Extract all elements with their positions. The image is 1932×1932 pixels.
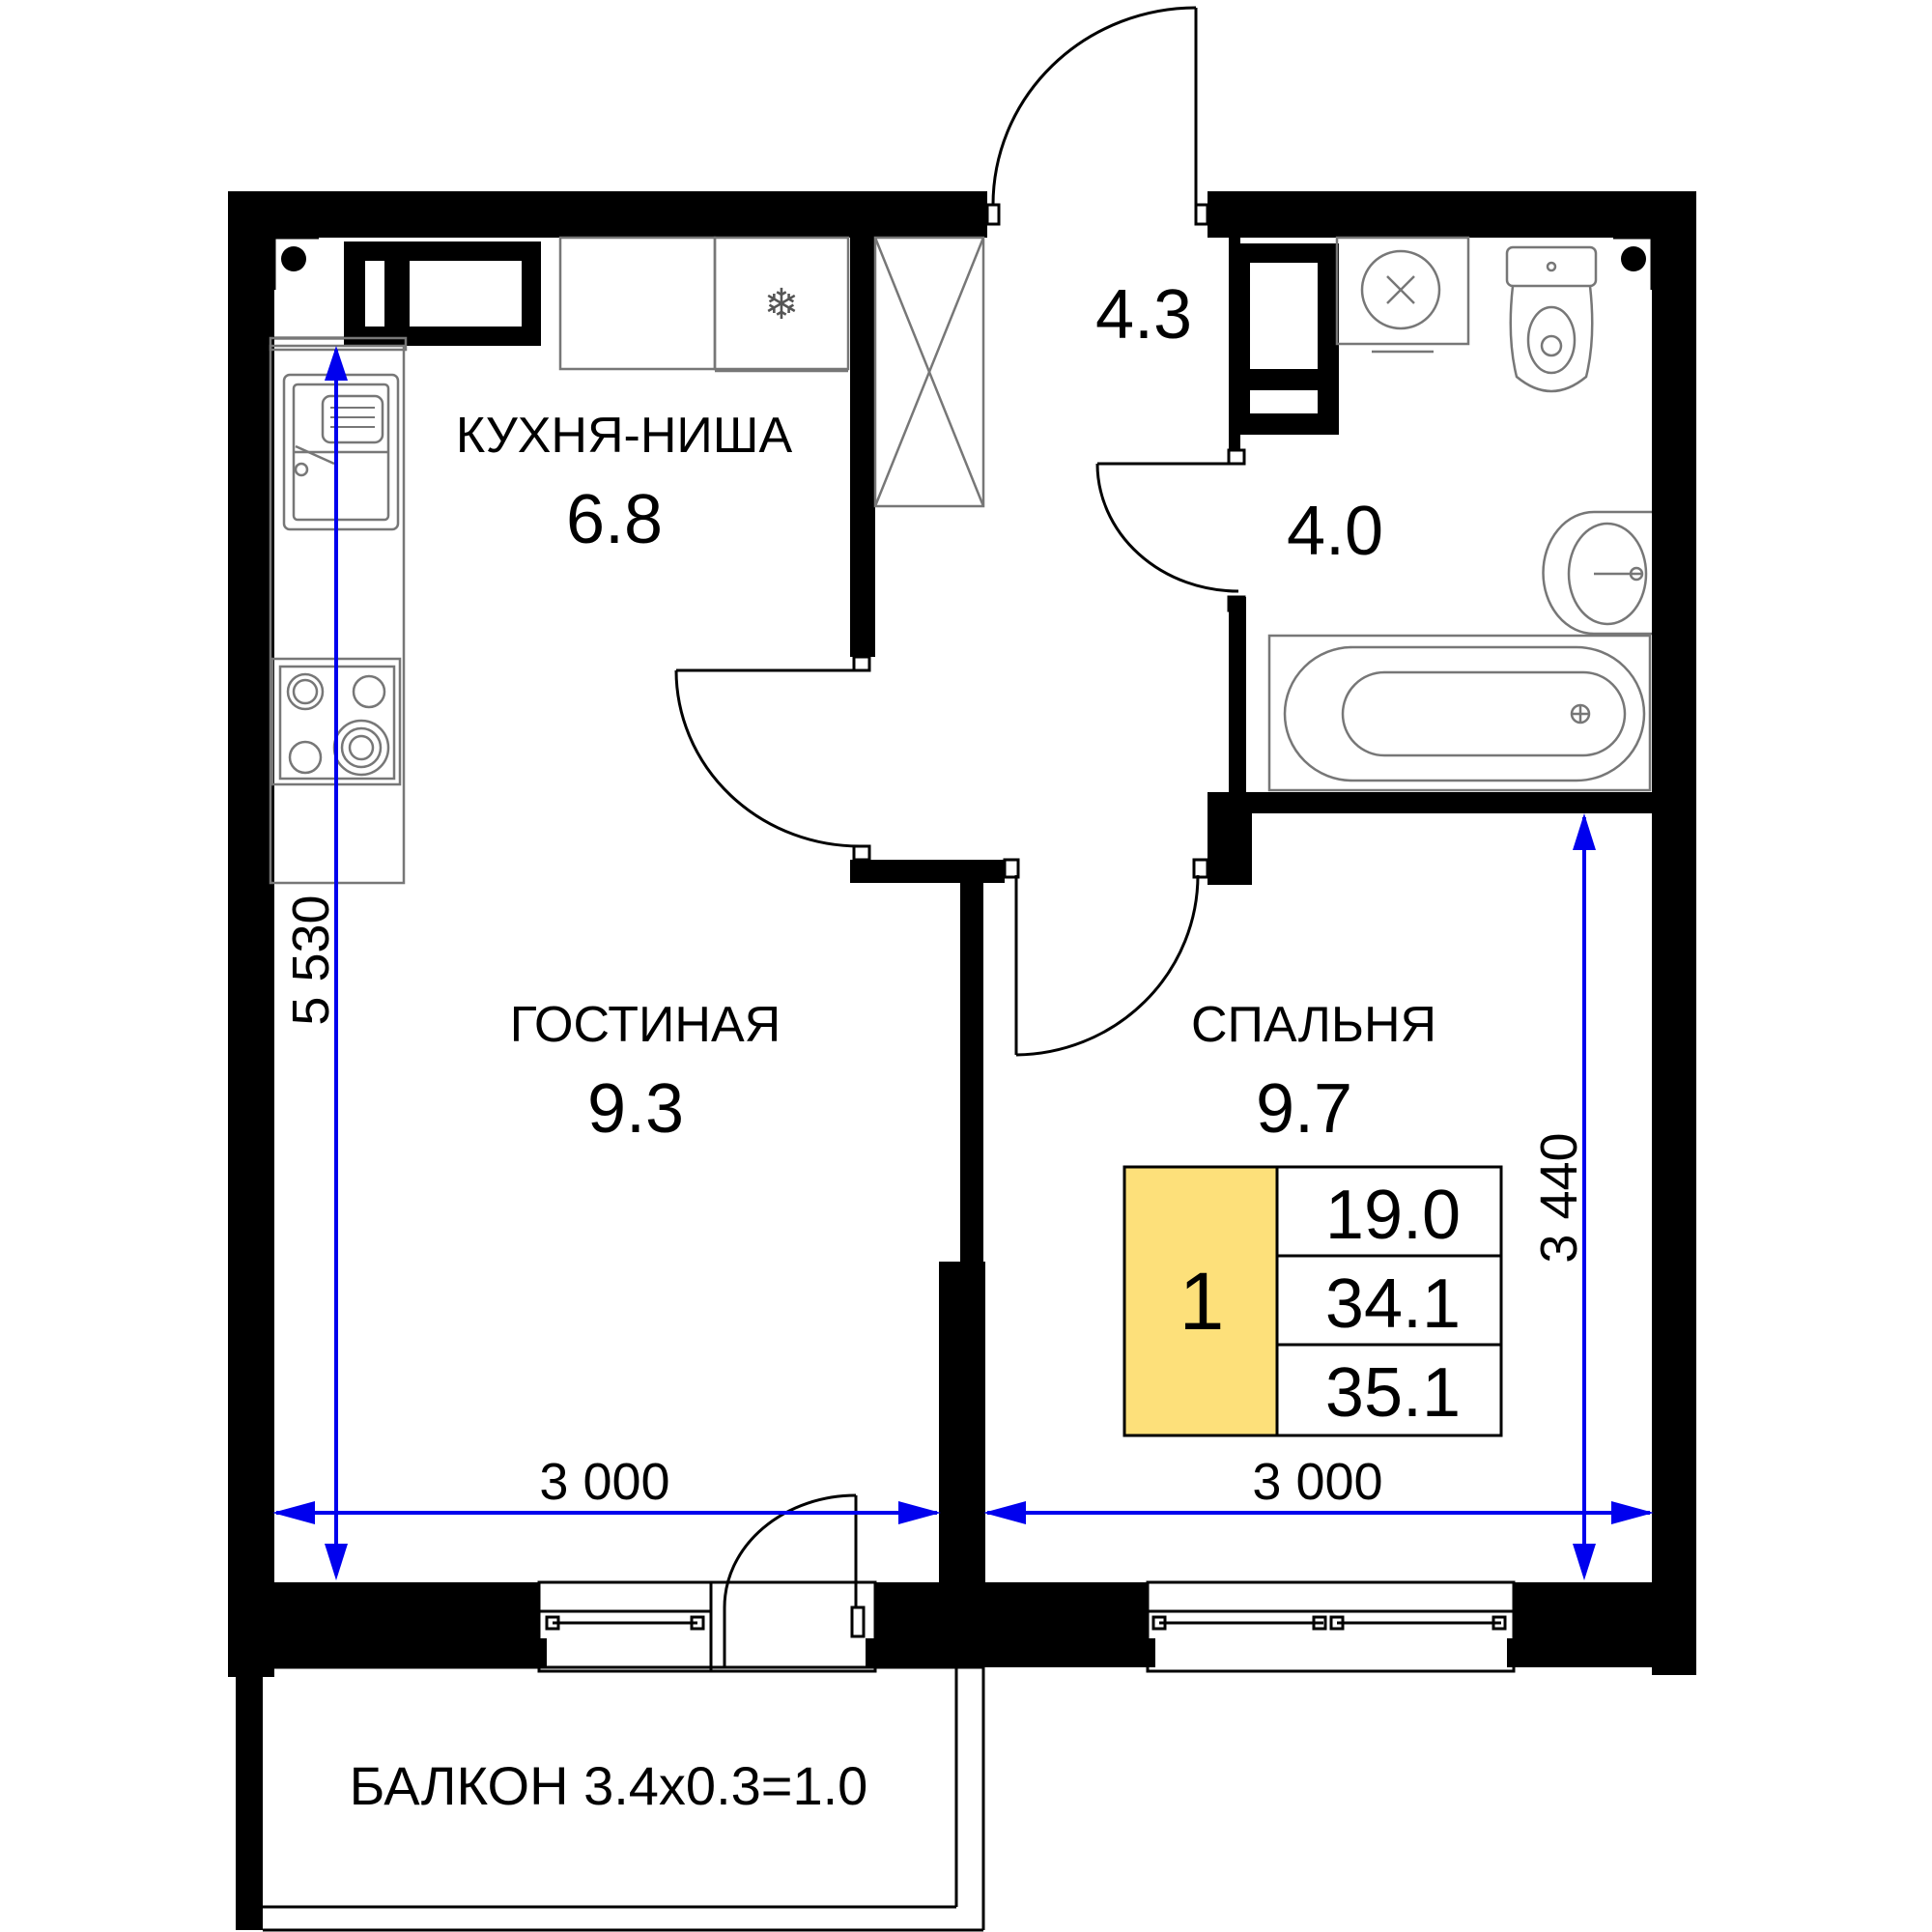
fridge: [713, 236, 850, 371]
wall-living-east-upper: [960, 860, 983, 1262]
kitchen-door: [674, 655, 871, 862]
dimension-lines: [272, 346, 1654, 1580]
riser-dot-bath: [1621, 246, 1646, 271]
kitchen-name: КУХНЯ-НИША: [456, 408, 793, 464]
window-right: [1146, 1580, 1516, 1673]
bedroom-door: [1003, 858, 1209, 1057]
left-width-dimension: 3 000: [539, 1453, 669, 1511]
wall-bath-west-lower: [1229, 597, 1246, 811]
rooms-count: 1: [1179, 1256, 1225, 1347]
total-area: 34.1: [1325, 1265, 1461, 1343]
wall-bath-bedroom: [1225, 792, 1652, 813]
entrance-door: [985, 6, 1209, 226]
wall-left: [228, 191, 274, 1677]
left-height-dimension: 5 530: [282, 895, 340, 1025]
living-name: ГОСТИНАЯ: [510, 997, 781, 1053]
right-height-dimension: 3 440: [1530, 1132, 1588, 1263]
total-area-with-balcony: 35.1: [1325, 1354, 1461, 1432]
wall-bottom-strip-1: [228, 1638, 547, 1667]
wall-right: [1652, 191, 1696, 1675]
wardrobe: [873, 236, 985, 508]
riser-dot-kitchen: [281, 246, 306, 271]
balcony-door: [709, 1493, 877, 1673]
shaft-openings: [365, 261, 1318, 413]
wall-top-right: [1208, 191, 1696, 238]
bathtub: [1267, 634, 1652, 792]
wall-bottom-3: [1514, 1582, 1696, 1638]
wall-bottom-1: [228, 1582, 539, 1638]
balcony-label: БАЛКОН 3.4x0.3=1.0: [350, 1755, 868, 1816]
toilet: [1505, 245, 1598, 393]
wall-bottom-strip-3: [1507, 1638, 1696, 1667]
hall-area: 4.3: [1095, 276, 1192, 354]
living-area: 9.3: [587, 1070, 684, 1148]
wall-bottom-strip-2: [866, 1638, 1155, 1667]
bathroom-area: 4.0: [1287, 493, 1383, 570]
wall-balcony-left: [236, 1667, 263, 1930]
kitchen-area: 6.8: [566, 481, 663, 558]
washbasin: [1542, 510, 1652, 636]
bedroom-area: 9.7: [1256, 1070, 1352, 1148]
balcony-outline: [263, 1665, 985, 1932]
wall-living-east-lower: [939, 1262, 985, 1582]
wall-bath-corner: [1208, 792, 1252, 885]
top-counter: [558, 236, 717, 371]
right-width-dimension: 3 000: [1252, 1453, 1382, 1511]
wall-bottom-2: [875, 1582, 1148, 1638]
bedroom-name: СПАЛЬНЯ: [1191, 997, 1436, 1053]
sink: [282, 373, 400, 531]
bathroom-fixtures: [1267, 236, 1652, 792]
snowflake-icon: ❄: [764, 280, 800, 329]
window-left: [537, 1580, 713, 1673]
wall-top-left: [228, 191, 987, 238]
wall-kitchen-hall: [850, 238, 875, 657]
rooms-count-cell: [1122, 1165, 1279, 1437]
bathroom-door: [1095, 448, 1246, 612]
washing-machine: [1335, 236, 1470, 346]
summary-table: [1122, 1165, 1503, 1437]
living-area-total: 19.0: [1325, 1177, 1461, 1254]
walls: [228, 191, 1696, 1930]
